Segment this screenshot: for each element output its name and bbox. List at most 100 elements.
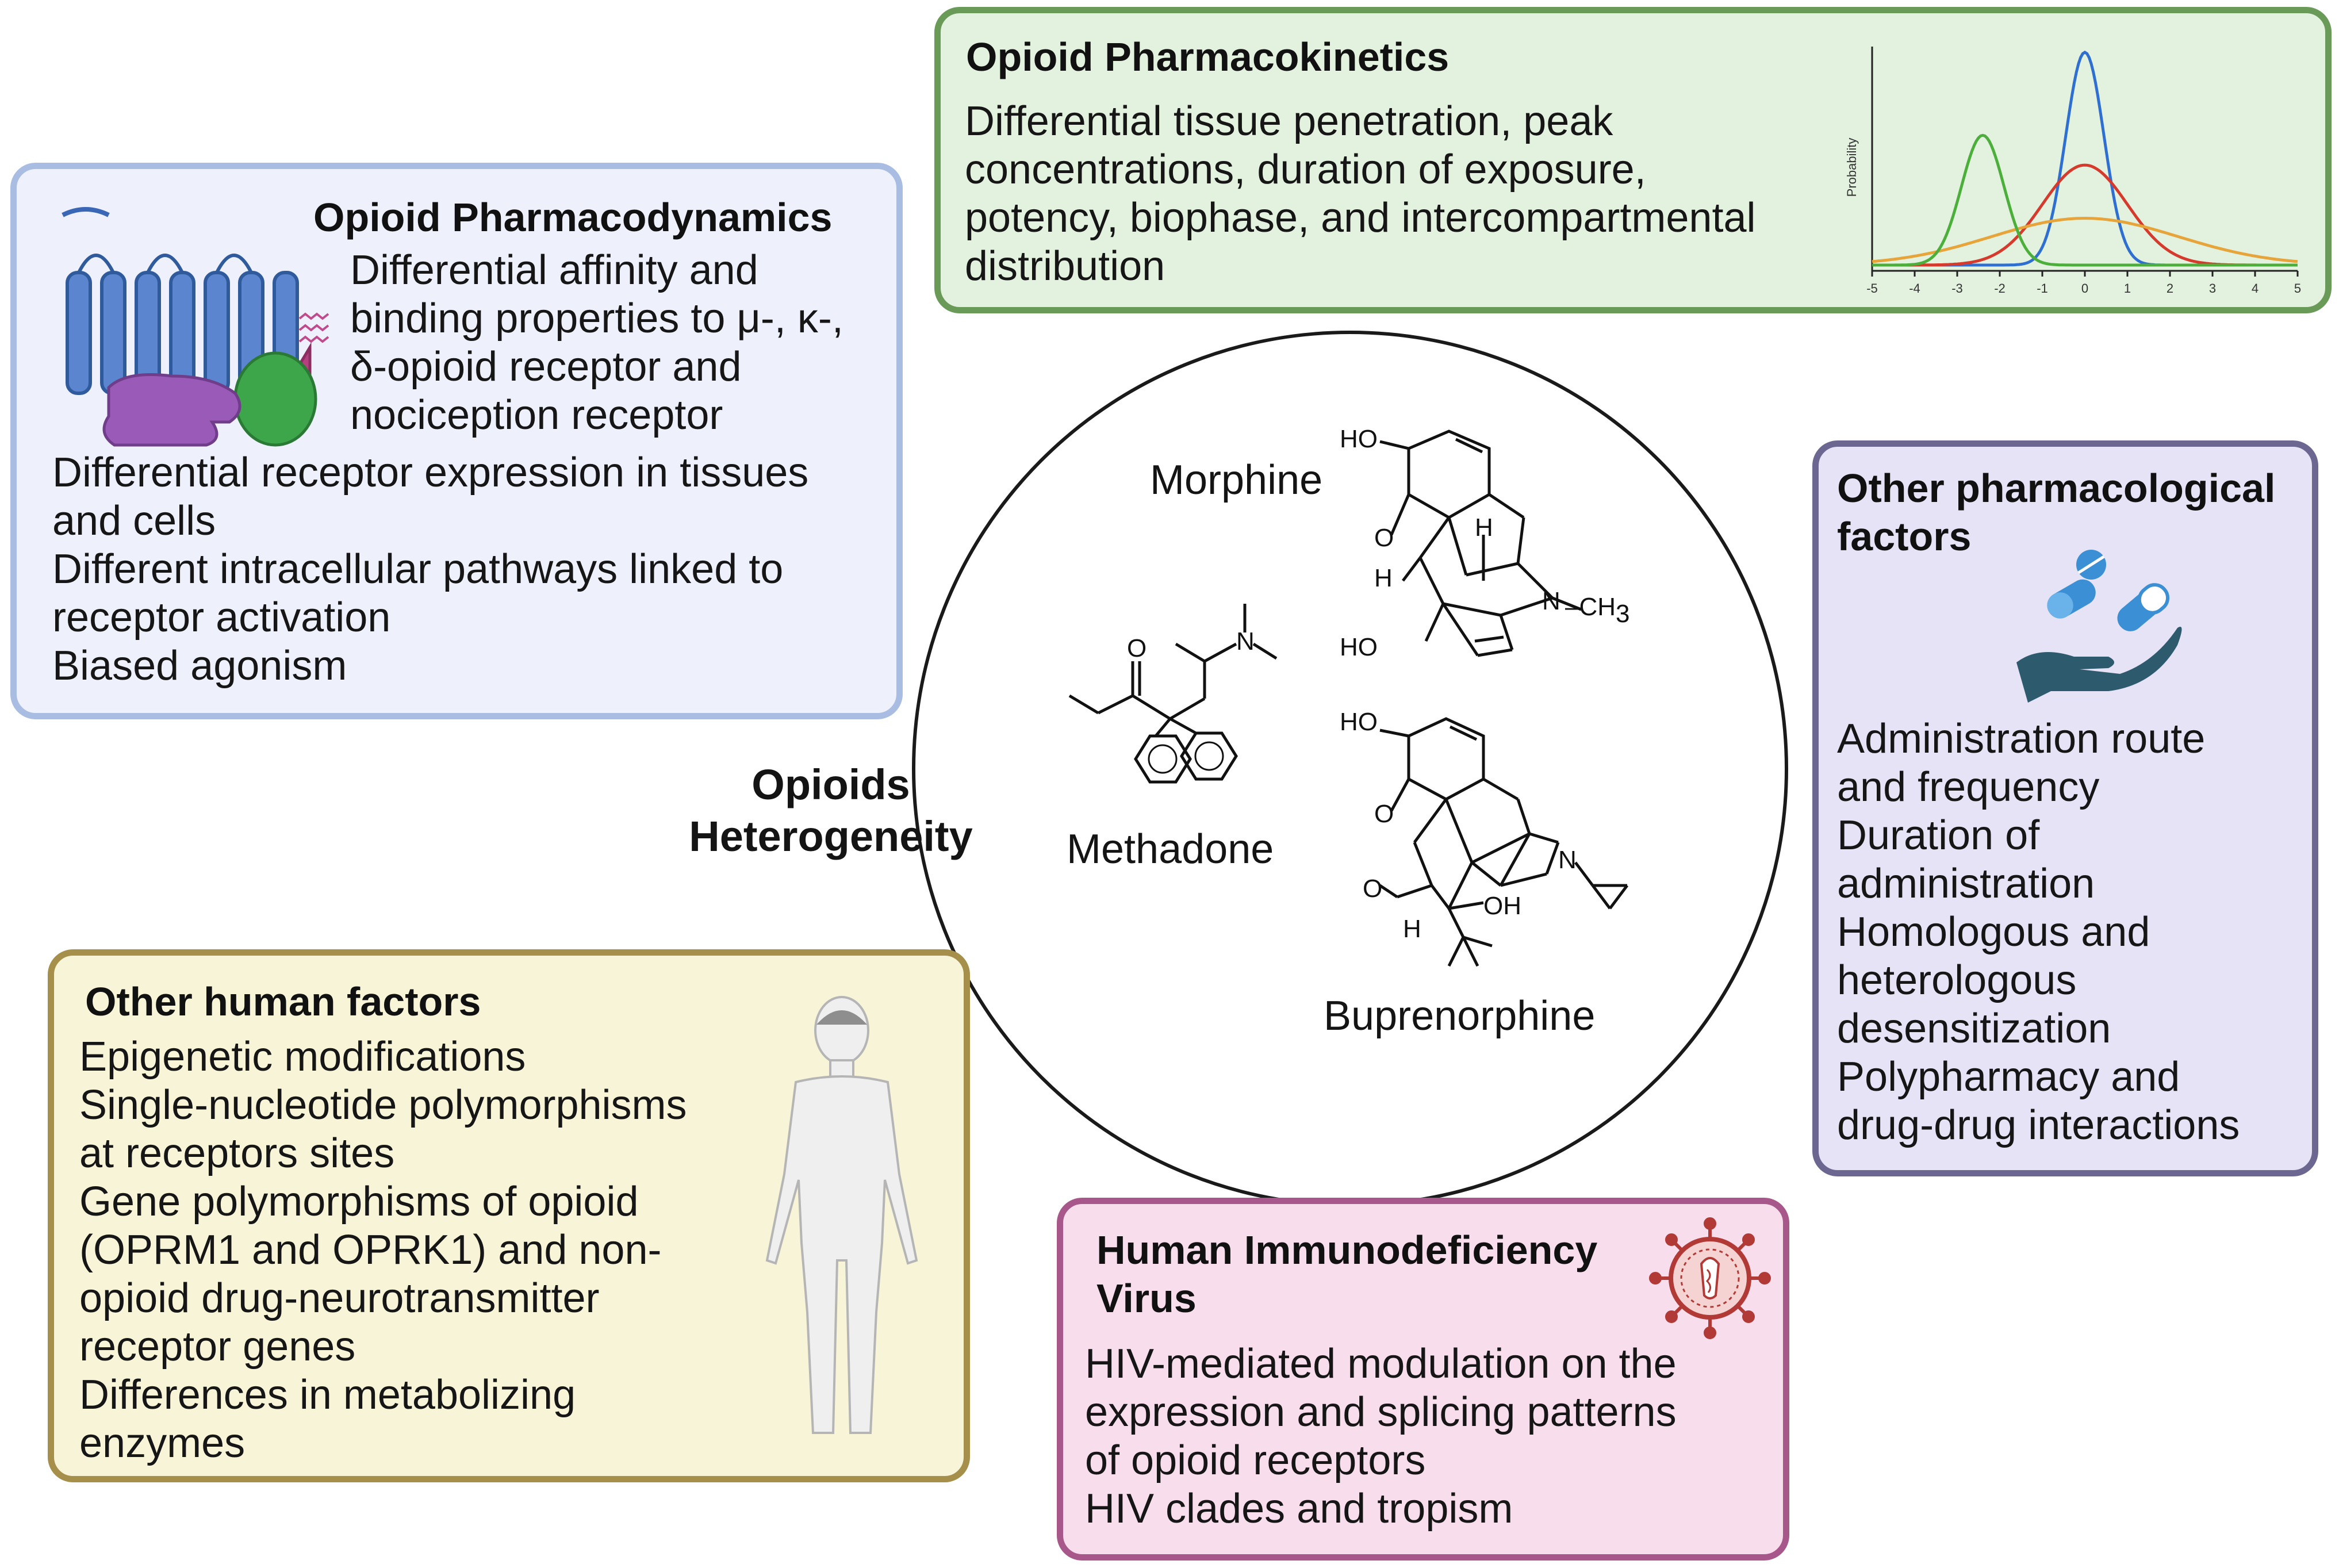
human-factors-panel: Other human factors Epigenetic modificat… xyxy=(48,949,970,1482)
methadone-structure: O N xyxy=(1068,604,1278,784)
hiv-panel: Human Immunodeficiency Virus HIV-mediate… xyxy=(1057,1198,1789,1561)
text-line: concentrations, duration of exposure, xyxy=(965,147,1646,193)
chem-atom: N xyxy=(1542,587,1560,615)
text-line: and frequency xyxy=(1837,764,2100,810)
buprenorphine-structure: HO O O N OH H xyxy=(1340,708,1628,967)
title-line: Virus xyxy=(1096,1276,1197,1321)
title-line: Human Immunodeficiency xyxy=(1096,1228,1598,1272)
chem-atom: HO xyxy=(1340,708,1378,736)
pharmacokinetics-text: Differential tissue penetration, peak co… xyxy=(965,97,1756,290)
pharmacological-factors-text: Administration route and frequency Durat… xyxy=(1837,715,2240,1149)
chem-atom: O xyxy=(1363,875,1382,903)
pills-in-hand-icon xyxy=(2016,550,2182,703)
chart-x-tick-label: -4 xyxy=(1909,281,1920,296)
chart-ylabel: Probability xyxy=(1845,138,1859,197)
pharmacodynamics-text: Differential receptor expression in tiss… xyxy=(52,448,808,690)
pharmacodynamics-title: Opioid Pharmacodynamics xyxy=(313,195,833,240)
chart-x-tick-label: 5 xyxy=(2294,281,2301,296)
chem-atom: HO xyxy=(1340,425,1378,453)
text-line: Polypharmacy and xyxy=(1837,1054,2180,1100)
morphine-structure: HO O H H HO N –CH 3 xyxy=(1340,425,1629,661)
text-line: Different intracellular pathways linked … xyxy=(52,546,784,592)
pharmacokinetics-panel: Opioid Pharmacokinetics Differential tis… xyxy=(934,7,2332,313)
human-factors-text: Epigenetic modifications Single-nucleoti… xyxy=(79,1033,687,1467)
text-line: distribution xyxy=(965,243,1165,289)
text-line: Differential tissue penetration, peak xyxy=(965,98,1613,144)
chart-series-line xyxy=(1872,133,2298,267)
text-line: Administration route xyxy=(1837,716,2206,762)
chart-x-tick-label: 4 xyxy=(2252,281,2259,296)
text-line: enzymes xyxy=(79,1420,246,1466)
chart-series-line xyxy=(1872,163,2298,267)
text-line: Homologous and xyxy=(1837,909,2150,955)
text-line: (OPRM1 and OPRK1) and non- xyxy=(79,1227,662,1273)
text-line: heterologous xyxy=(1837,957,2077,1003)
chem-atom: O xyxy=(1374,524,1394,552)
text-line: receptor activation xyxy=(52,595,391,641)
chem-atom: 3 xyxy=(1616,600,1629,628)
methadone-label: Methadone xyxy=(1067,826,1274,872)
distribution-chart: Probability -5 -4 -3 -2 -1 0 1 2 3 4 5 xyxy=(1845,47,2301,296)
chart-x-tick-label: -3 xyxy=(1951,281,1963,296)
text-line: desensitization xyxy=(1837,1006,2111,1052)
chart-series-line xyxy=(1872,217,2298,263)
chart-x-tick-label: 0 xyxy=(2081,281,2088,296)
text-line: HIV clades and tropism xyxy=(1085,1486,1513,1532)
text-line: Differential receptor expression in tiss… xyxy=(52,450,809,496)
chart-series-line xyxy=(1872,51,2298,267)
text-line: δ-opioid receptor and xyxy=(350,344,742,390)
center-title-line: Opioids xyxy=(751,761,910,808)
chem-atom: N xyxy=(1558,846,1577,874)
text-line: Gene polymorphisms of opioid xyxy=(79,1179,639,1225)
text-line: Single-nucleotide polymorphisms xyxy=(79,1082,687,1128)
virus-icon xyxy=(1649,1217,1771,1339)
text-line: Biased agonism xyxy=(52,643,347,689)
chart-x-tick-label: 3 xyxy=(2209,281,2216,296)
pharmacodynamics-panel: Opioid Pharmacodynamics Differential aff… xyxy=(10,163,903,719)
hiv-text: HIV-mediated modulation on the expressio… xyxy=(1085,1340,1677,1533)
center-title-line: Heterogeneity xyxy=(689,812,973,860)
text-line: Differences in metabolizing xyxy=(79,1372,576,1418)
text-line: and cells xyxy=(52,498,216,544)
text-line: drug-drug interactions xyxy=(1837,1102,2240,1148)
chem-atom: N xyxy=(1236,627,1255,655)
pharmacological-factors-title: Other pharmacological factors xyxy=(1837,464,2275,561)
text-line: receptor genes xyxy=(79,1324,356,1370)
chem-atom: O xyxy=(1127,634,1147,662)
chem-atom: H xyxy=(1374,564,1393,592)
human-body-icon xyxy=(765,996,918,1434)
pharmacological-factors-panel: Other pharmacological factors Administra… xyxy=(1812,440,2318,1176)
pharmacokinetics-title: Opioid Pharmacokinetics xyxy=(966,34,1450,79)
pharmacodynamics-text-indented: Differential affinity and binding proper… xyxy=(350,246,843,439)
text-line: at receptors sites xyxy=(79,1130,395,1176)
chem-atom: OH xyxy=(1483,892,1521,920)
center-circle xyxy=(912,331,1788,1207)
text-line: Duration of xyxy=(1837,812,2040,858)
chem-atom: H xyxy=(1475,513,1493,542)
chart-x-tick-label: -2 xyxy=(1994,281,2006,296)
text-line: expression and splicing patterns xyxy=(1085,1389,1677,1435)
chem-atom: H xyxy=(1403,915,1421,943)
chem-atom: HO xyxy=(1340,633,1378,661)
text-line: potency, biophase, and intercompartmenta… xyxy=(965,195,1756,241)
title-line: Other pharmacological xyxy=(1837,466,2276,511)
chart-x-tick-label: -5 xyxy=(1866,281,1878,296)
hiv-title: Human Immunodeficiency Virus xyxy=(1096,1226,1597,1322)
chart-x-tick-label: 2 xyxy=(2167,281,2173,296)
text-line: nociception receptor xyxy=(350,392,723,438)
text-line: opioid drug-neurotransmitter xyxy=(79,1275,600,1321)
human-factors-title: Other human factors xyxy=(85,979,481,1024)
text-line: of opioid receptors xyxy=(1085,1437,1426,1483)
morphine-label: Morphine xyxy=(1150,457,1323,503)
title-line: factors xyxy=(1837,514,1972,559)
chem-atom: –CH xyxy=(1565,593,1616,621)
text-line: binding properties to μ-, κ-, xyxy=(350,296,843,342)
text-line: administration xyxy=(1837,861,2095,907)
text-line: HIV-mediated modulation on the xyxy=(1085,1341,1677,1387)
chem-atom: O xyxy=(1374,800,1394,828)
chart-x-tick-label: -1 xyxy=(2037,281,2048,296)
center-title: Opioids Heterogeneity xyxy=(644,759,1018,862)
buprenorphine-label: Buprenorphine xyxy=(1324,993,1596,1039)
chart-x-tick-label: 1 xyxy=(2124,281,2131,296)
receptor-icon xyxy=(62,207,329,447)
